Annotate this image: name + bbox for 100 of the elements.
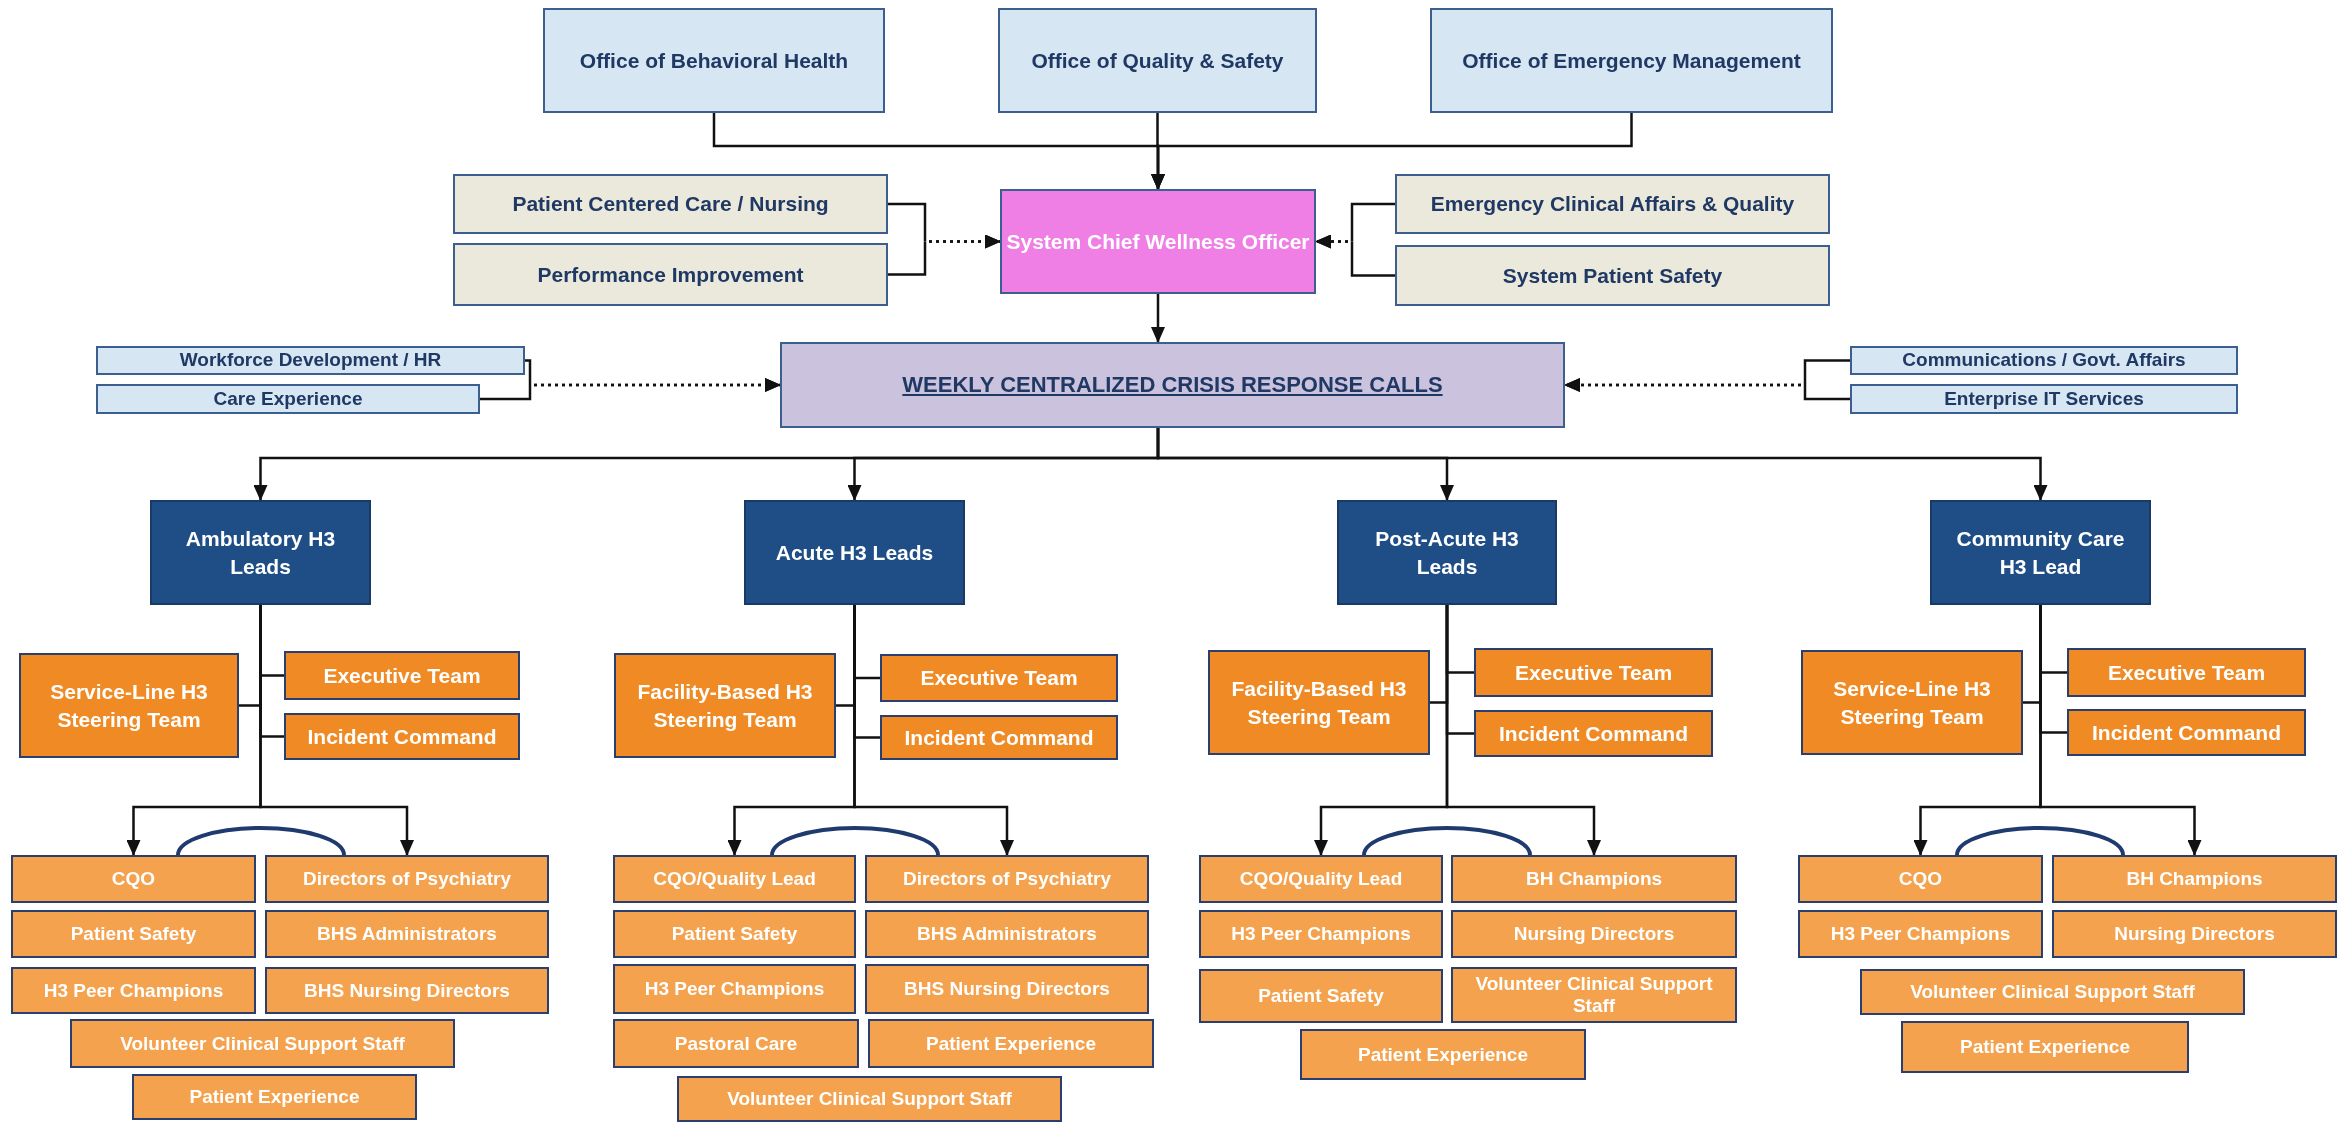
- box-label: Facility-Based H3 Steering Team: [636, 679, 814, 733]
- support-box: [1850, 384, 2238, 414]
- role-box: [265, 967, 549, 1014]
- role-box: [11, 910, 256, 958]
- role-box: [1300, 1029, 1586, 1080]
- connector-arrow: [1151, 113, 1633, 190]
- team-box: [1208, 650, 1430, 755]
- role-box: [865, 964, 1149, 1014]
- connector-arrow: [1156, 428, 2048, 501]
- role-box: [613, 910, 856, 958]
- role-box: [1798, 855, 2043, 903]
- box-label: Nursing Directors: [2114, 923, 2275, 945]
- team-box: [19, 653, 239, 758]
- connector-line: [2039, 605, 2067, 734]
- connector-line: [259, 605, 284, 738]
- role-box: [677, 1076, 1062, 1122]
- box-label: Office of Emergency Management: [1462, 47, 1801, 74]
- box-label: Patient Experience: [926, 1032, 1096, 1055]
- box-label: Community Care H3 Lead: [1955, 526, 2126, 580]
- role-box: [1199, 969, 1443, 1023]
- ring-arc: [770, 826, 940, 855]
- box-label: H3 Peer Champions: [43, 979, 224, 1002]
- box-label: Facility-Based H3 Steering Team: [1230, 676, 1408, 730]
- box-label: Enterprise IT Services: [1944, 386, 2144, 411]
- role-box: [11, 855, 256, 903]
- box-label: System Patient Safety: [1502, 262, 1723, 289]
- box-label: Patient Centered Care / Nursing: [512, 191, 829, 218]
- box-label: Patient Experience: [1358, 1043, 1528, 1066]
- office-box: [998, 8, 1317, 113]
- box-label: CQO/Quality Lead: [653, 868, 816, 890]
- box-label: Emergency Clinical Affairs & Quality: [1430, 191, 1795, 218]
- box-label: BH Champions: [2126, 868, 2263, 890]
- role-box: [865, 910, 1149, 958]
- box-label: Executive Team: [2107, 659, 2266, 686]
- team-box: [614, 653, 836, 758]
- box-label: H3 Peer Champions: [1830, 923, 2011, 945]
- lead-box: [1930, 500, 2151, 605]
- ring-arc: [1955, 826, 2125, 855]
- box-label: Incident Command: [1499, 720, 1688, 747]
- team-box: [284, 651, 520, 700]
- support-box: [1395, 174, 1830, 234]
- box-label: Executive Team: [920, 665, 1078, 692]
- box-label: Patient Experience: [1960, 1036, 2130, 1058]
- role-box: [1451, 855, 1737, 903]
- connector-arrow: [1564, 378, 1850, 401]
- role-box: [1199, 910, 1443, 958]
- role-box: [1901, 1021, 2189, 1073]
- box-label: Directors of Psychiatry: [903, 868, 1111, 890]
- box-label: Incident Command: [2092, 719, 2281, 746]
- ring-arc: [1362, 826, 1532, 855]
- team-box: [880, 654, 1118, 702]
- box-label: Patient Safety: [1258, 985, 1384, 1007]
- box-label: Patient Safety: [70, 923, 197, 945]
- box-label: Service-Line H3 Steering Team: [1832, 676, 1992, 730]
- connector-arrow: [888, 234, 1001, 276]
- connector-line: [853, 605, 880, 739]
- support-box: [96, 384, 480, 414]
- box-label: Executive Team: [1514, 659, 1673, 686]
- officer-box: [1000, 189, 1316, 294]
- office-box: [543, 8, 885, 113]
- box-label: Directors of Psychiatry: [303, 868, 511, 890]
- box-label: BHS Administrators: [317, 923, 497, 945]
- support-box: [1850, 346, 2238, 375]
- office-box: [1430, 8, 1833, 113]
- box-label: Performance Improvement: [537, 261, 804, 288]
- connector-line: [1445, 605, 1474, 735]
- box-label: Patient Safety: [671, 923, 798, 945]
- role-box: [1451, 967, 1737, 1023]
- team-box: [1474, 648, 1713, 697]
- role-box: [265, 910, 549, 958]
- ring-arc: [176, 826, 346, 855]
- box-label: H3 Peer Champions: [644, 978, 825, 1000]
- box-label: Executive Team: [323, 662, 481, 689]
- box-label: BHS Administrators: [917, 923, 1097, 945]
- connector-arrow: [1151, 294, 1165, 343]
- team-box: [880, 715, 1118, 760]
- box-label: BHS Nursing Directors: [304, 979, 510, 1002]
- box-label: System Chief Wellness Officer: [1006, 228, 1310, 255]
- team-box: [2067, 709, 2306, 756]
- box-label: Volunteer Clinical Support Staff: [1910, 981, 2195, 1003]
- connector-arrow: [480, 378, 781, 401]
- role-box: [1199, 855, 1443, 903]
- role-box: [132, 1074, 417, 1120]
- role-box: [70, 1019, 455, 1068]
- role-box: [2052, 910, 2337, 958]
- box-label: Volunteer Clinical Support Staff: [120, 1032, 405, 1055]
- call-box: [780, 342, 1565, 428]
- box-label: BH Champions: [1525, 868, 1663, 890]
- box-label: Care Experience: [213, 386, 363, 411]
- support-box: [453, 243, 888, 306]
- support-box: [453, 174, 888, 234]
- box-label: Ambulatory H3 Leads: [184, 526, 337, 580]
- box-label: Incident Command: [904, 724, 1094, 751]
- support-box: [1395, 245, 1830, 306]
- box-label: H3 Peer Champions: [1231, 923, 1411, 945]
- box-label: Office of Behavioral Health: [579, 47, 849, 74]
- role-box: [265, 855, 549, 903]
- box-label: Office of Quality & Safety: [1031, 47, 1284, 74]
- role-box: [868, 1019, 1154, 1068]
- box-label: WEEKLY CENTRALIZED CRISIS RESPONSE CALLS: [902, 370, 1443, 399]
